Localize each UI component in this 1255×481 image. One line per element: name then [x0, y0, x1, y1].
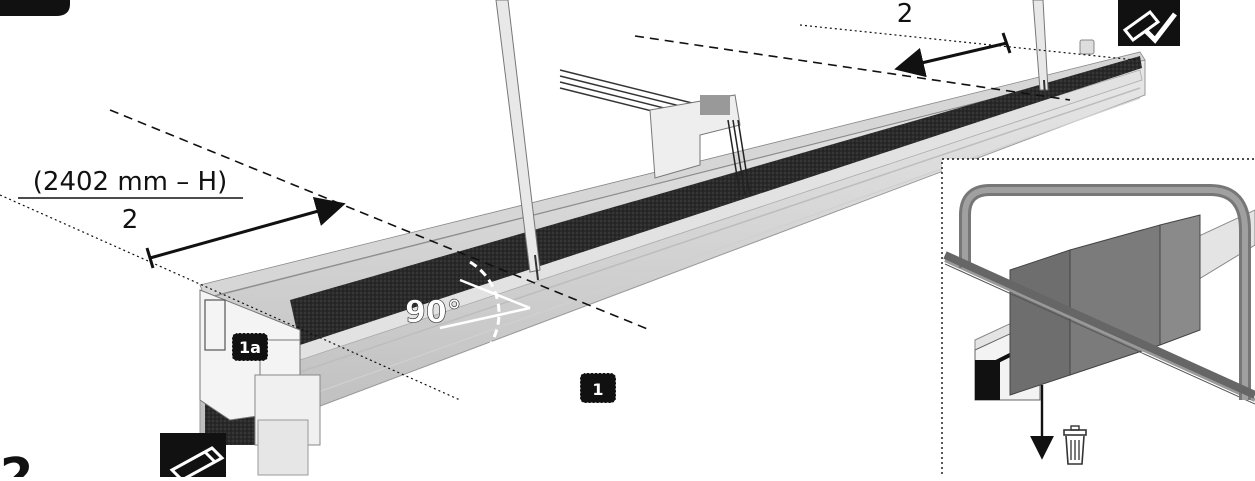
end-cap	[1079, 39, 1095, 55]
formula-denominator: 2	[122, 205, 139, 235]
svg-text:1: 1	[592, 380, 603, 399]
pencil-left	[495, 0, 541, 281]
angle-marker: 90°	[405, 260, 531, 349]
dimension-right	[634, 24, 1136, 101]
formula-numerator: (2402 mm – H)	[33, 167, 227, 197]
pencil-right	[1032, 0, 1049, 97]
inset-cutting	[941, 158, 1255, 481]
svg-text:1a: 1a	[239, 338, 261, 357]
angle-label: 90°	[405, 295, 462, 330]
clip-bracket	[559, 69, 751, 196]
tool-pencil-icon	[160, 433, 226, 481]
callout-1: 1	[579, 372, 617, 404]
foam-strip	[290, 56, 1142, 345]
formula-denominator-top: 2	[897, 0, 914, 29]
profile-rail	[199, 51, 1146, 476]
trash-icon	[1063, 425, 1087, 465]
callout-1a: 1a	[231, 332, 269, 362]
step-number: 2	[0, 448, 33, 477]
step-tab	[0, 0, 70, 16]
cut-check-icon	[1118, 0, 1180, 46]
dimension-left	[0, 109, 651, 401]
formula: (2402 mm – H) 2	[18, 167, 243, 235]
